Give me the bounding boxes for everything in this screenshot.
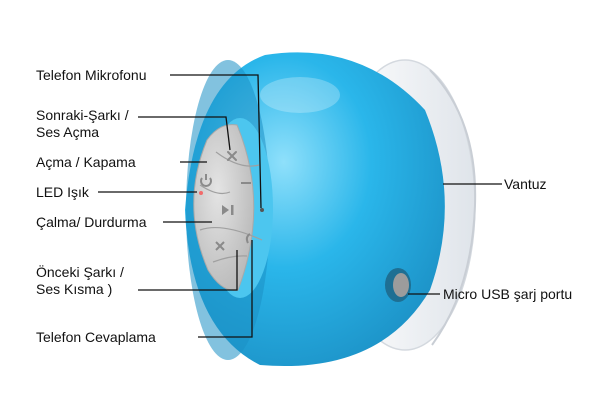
power-icon — [200, 174, 212, 187]
leader-next — [138, 116, 231, 151]
microphone-hole — [260, 208, 264, 212]
label-next-track-line2: Ses Açma — [36, 124, 100, 140]
label-next-track: Sonraki-Şarkı / Ses Açma — [36, 107, 129, 141]
label-mic: Telefon Mikrofonu — [36, 67, 147, 83]
phone-icon — [245, 233, 251, 244]
play-pause-icon — [222, 205, 234, 215]
label-play-pause: Çalma/ Durdurma — [36, 214, 147, 230]
label-prev-track: Önceki Şarkı / Ses Kısma ) — [36, 264, 124, 298]
label-suction-cup: Vantuz — [504, 176, 547, 192]
label-prev-track-line1: Önceki Şarkı / — [36, 264, 124, 280]
label-answer-call: Telefon Cevaplama — [36, 329, 156, 345]
label-next-track-line1: Sonraki-Şarkı / — [36, 107, 129, 123]
leader-answer — [198, 240, 253, 338]
led-light — [199, 191, 203, 195]
leader-mic — [170, 74, 262, 209]
label-usb-port: Micro USB şarj portu — [443, 286, 573, 302]
plus-icon — [227, 151, 237, 161]
prev-track-icon — [215, 241, 225, 251]
label-prev-track-line2: Ses Kısma ) — [36, 281, 113, 297]
label-led: LED Işık — [36, 184, 89, 200]
leader-prev — [138, 250, 238, 291]
usb-port — [385, 268, 411, 302]
button-panel — [193, 124, 264, 291]
label-power: Açma / Kapama — [36, 154, 136, 170]
leader-lines — [98, 74, 502, 338]
